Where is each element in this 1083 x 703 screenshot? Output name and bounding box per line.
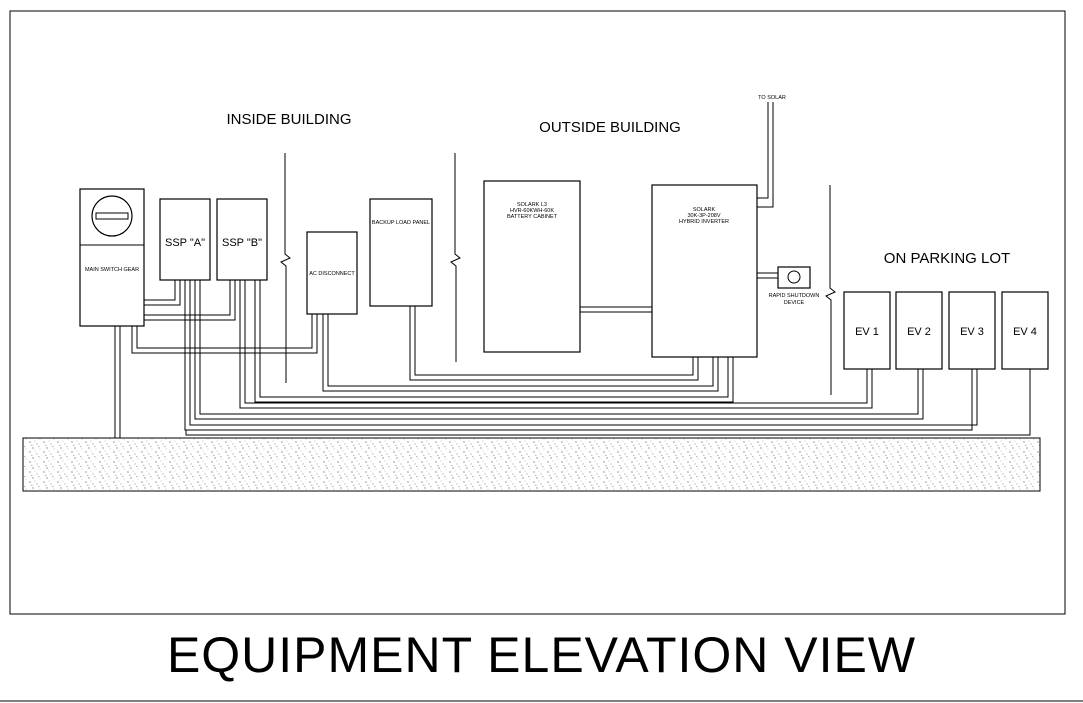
solar-feed-wire-1 [757,102,769,199]
main-switch-label: MAIN SWITCH GEAR [85,267,139,273]
backup-load-panel: BACKUP LOAD PANEL [369,198,433,307]
ev-charger-2: EV 2 [895,291,943,370]
drawing-frame [9,10,1066,615]
ssp-b-label: SSP "B" [222,237,262,249]
divider-outside [450,153,461,362]
solar-feed-wire-2 [757,102,774,208]
shutdown-switch-icon [787,270,801,284]
backup-panel-label: BACKUP LOAD PANEL [372,220,430,226]
zone-label-outside: OUTSIDE BUILDING [539,119,681,136]
ev-charger-label: EV 4 [1013,326,1037,338]
divider-inside [280,153,291,383]
ev-charger-4: EV 4 [1001,291,1049,370]
battery-label-line1: SOLARK L3 [517,202,547,208]
battery-cabinet: SOLARK L3 HVR-60KWH-60K BATTERY CABINET [483,180,581,353]
battery-label-line3: BATTERY CABINET [507,214,558,220]
battery-label-line2: HVR-60KWH-60K [510,208,554,214]
inverter-label-line1: SOLARK [693,207,716,213]
ev-charger-label: EV 1 [855,326,879,338]
ev-charger-1: EV 1 [843,291,891,370]
ev-charger-label: EV 3 [960,326,984,338]
ev-charger-label: EV 2 [907,326,931,338]
conduit-wiring [114,272,1031,438]
zone-label-inside: INSIDE BUILDING [226,111,351,128]
ev-charger-3: EV 3 [948,291,996,370]
inverter-label-line2: 30K-3P-208V [687,213,720,219]
ssp-b-panel: SSP "B" [216,198,268,281]
rapid-shutdown-device: RAPID SHUTDOWN DEVICE [769,266,820,306]
hybrid-inverter: SOLARK 30K-3P-208V HYBRID INVERTER [651,184,758,358]
ac-disconnect-label: AC DISCONNECT [309,271,355,277]
zone-label-parking: ON PARKING LOT [884,250,1010,267]
ssp-a-label: SSP "A" [165,237,205,249]
ac-disconnect: AC DISCONNECT [306,231,358,315]
main-switch-gear: MAIN SWITCH GEAR [79,188,145,327]
ground-slab [22,437,1041,492]
drawing-title: EQUIPMENT ELEVATION VIEW [166,627,917,683]
ssp-a-panel: SSP "A" [159,198,211,281]
divider-parking [825,185,836,395]
to-solar-label: TO SOLAR [758,95,786,101]
rsd-label-line2: DEVICE [784,300,805,306]
rsd-label-line1: RAPID SHUTDOWN [769,293,820,299]
inverter-label-line3: HYBRID INVERTER [679,219,729,225]
